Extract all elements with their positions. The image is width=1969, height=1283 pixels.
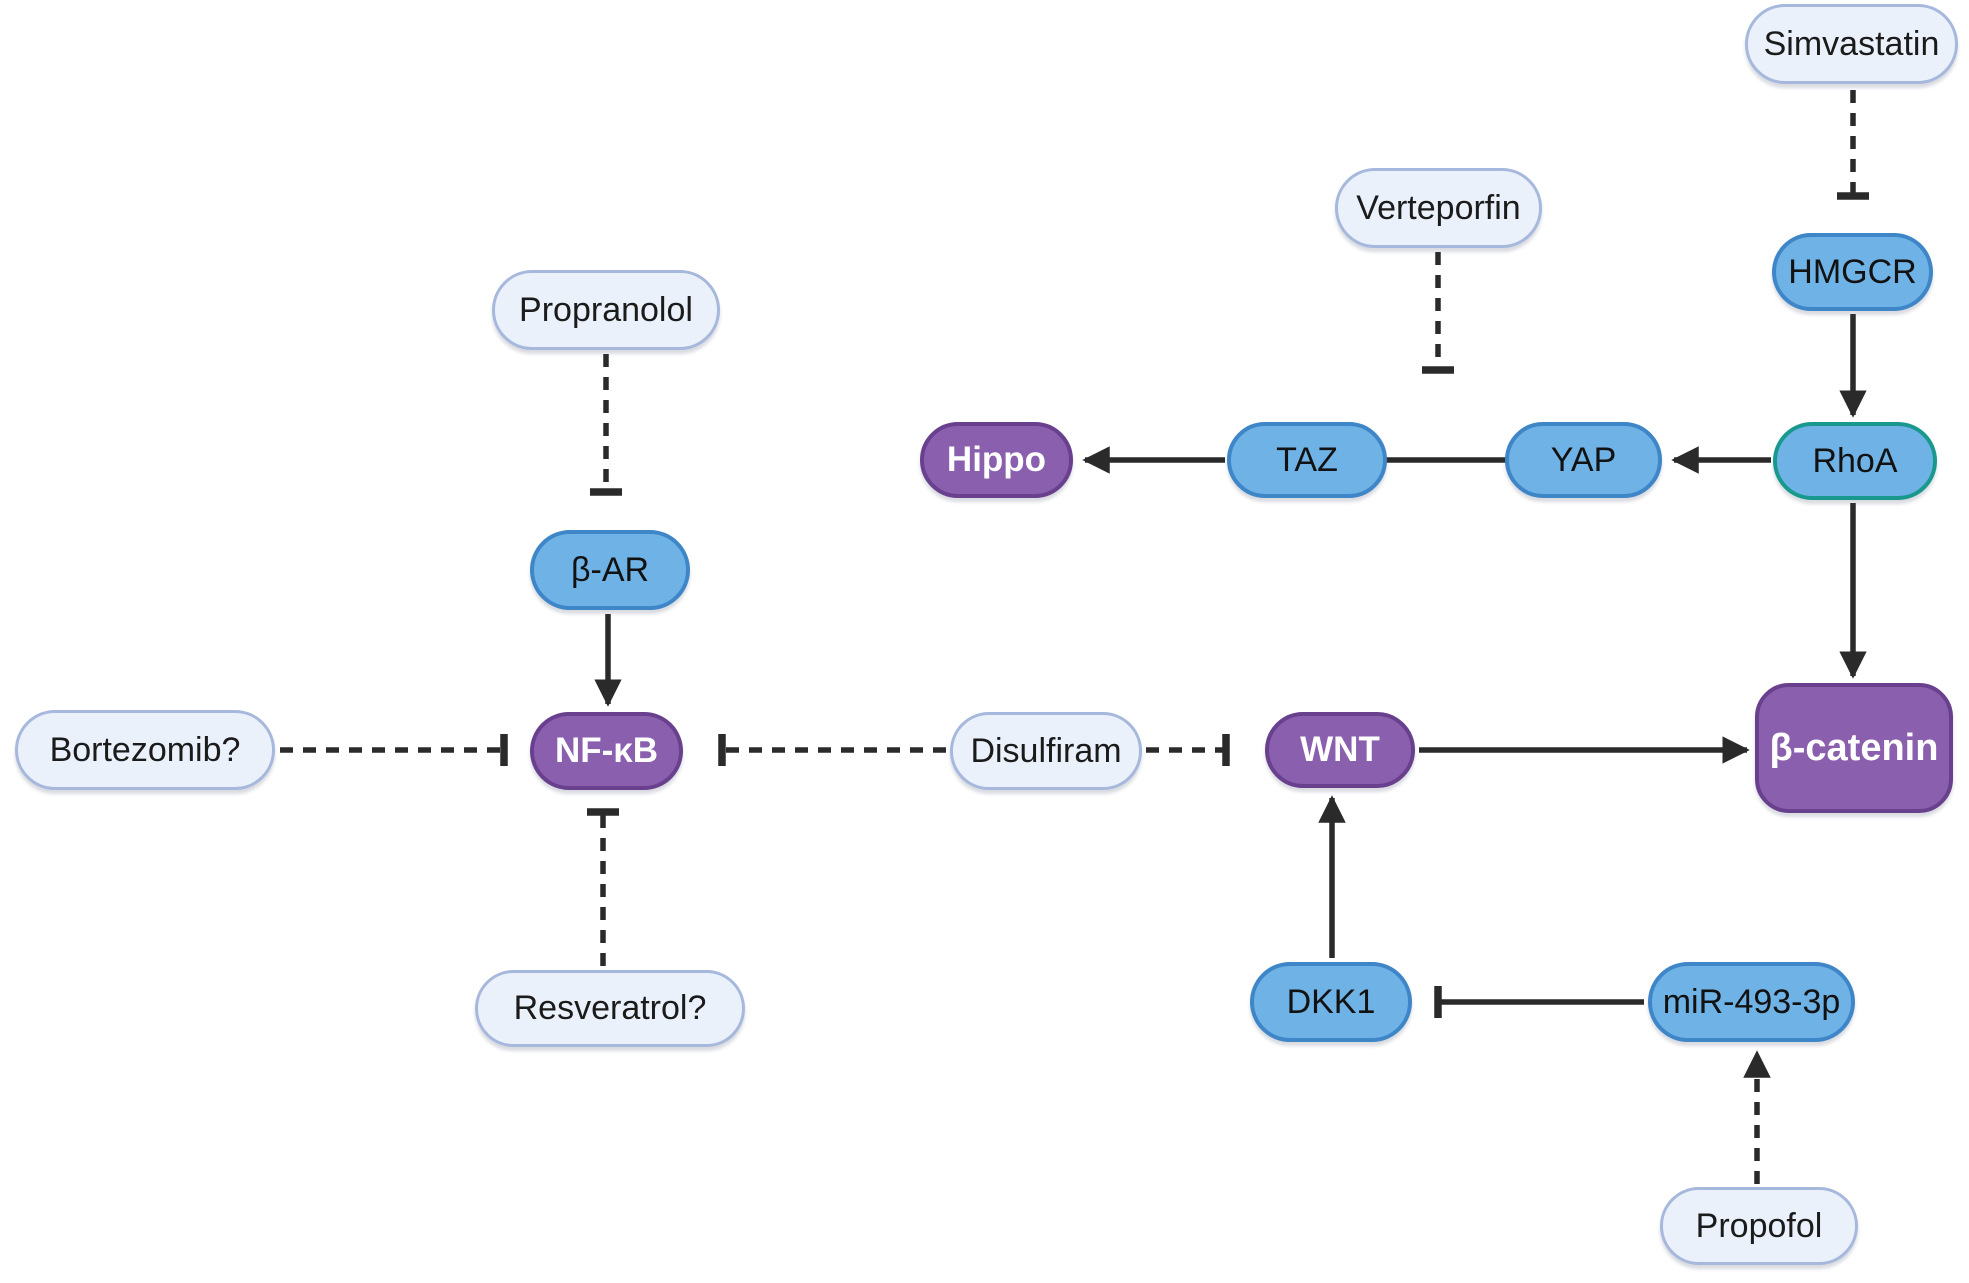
node-wnt: WNT	[1265, 712, 1415, 788]
node-label-propofol: Propofol	[1695, 1206, 1823, 1245]
node-label-hippo: Hippo	[946, 440, 1047, 479]
node-label-nfkb: NF-κB	[554, 731, 659, 770]
node-yap: YAP	[1505, 422, 1662, 498]
node-label-propranolol: Propranolol	[519, 290, 693, 329]
node-label-beta_ar: β-AR	[570, 550, 650, 589]
node-label-resveratrol: Resveratrol?	[513, 989, 707, 1027]
node-resveratrol: Resveratrol?	[475, 970, 745, 1047]
node-label-beta_catenin: β-catenin	[1769, 726, 1939, 769]
node-label-yap: YAP	[1550, 440, 1617, 479]
node-label-mir493: miR-493-3p	[1662, 982, 1841, 1021]
node-label-bortezomib: Bortezomib?	[49, 730, 241, 769]
node-hippo: Hippo	[920, 422, 1073, 498]
node-label-hmgcr: HMGCR	[1788, 252, 1917, 291]
node-label-disulfiram: Disulfiram	[970, 731, 1122, 770]
node-dkk1: DKK1	[1250, 962, 1412, 1042]
node-mir493: miR-493-3p	[1648, 962, 1855, 1042]
node-bortezomib: Bortezomib?	[15, 710, 275, 790]
node-label-taz: TAZ	[1276, 440, 1338, 479]
node-propofol: Propofol	[1660, 1187, 1858, 1265]
edges-group	[280, 90, 1869, 1184]
node-label-rhoa: RhoA	[1812, 441, 1898, 480]
node-beta_ar: β-AR	[530, 530, 690, 610]
node-label-dkk1: DKK1	[1286, 982, 1376, 1021]
node-rhoa: RhoA	[1773, 422, 1937, 500]
node-disulfiram: Disulfiram	[950, 712, 1142, 790]
node-nfkb: NF-κB	[530, 712, 683, 790]
node-label-wnt: WNT	[1300, 730, 1380, 769]
node-verteporfin: Verteporfin	[1335, 168, 1542, 248]
node-beta_catenin: β-catenin	[1755, 683, 1953, 813]
node-hmgcr: HMGCR	[1772, 233, 1933, 311]
node-propranolol: Propranolol	[492, 270, 720, 350]
node-taz: TAZ	[1227, 422, 1387, 498]
node-label-simvastatin: Simvastatin	[1763, 24, 1940, 63]
node-label-verteporfin: Verteporfin	[1356, 188, 1521, 227]
node-simvastatin: Simvastatin	[1745, 4, 1958, 84]
